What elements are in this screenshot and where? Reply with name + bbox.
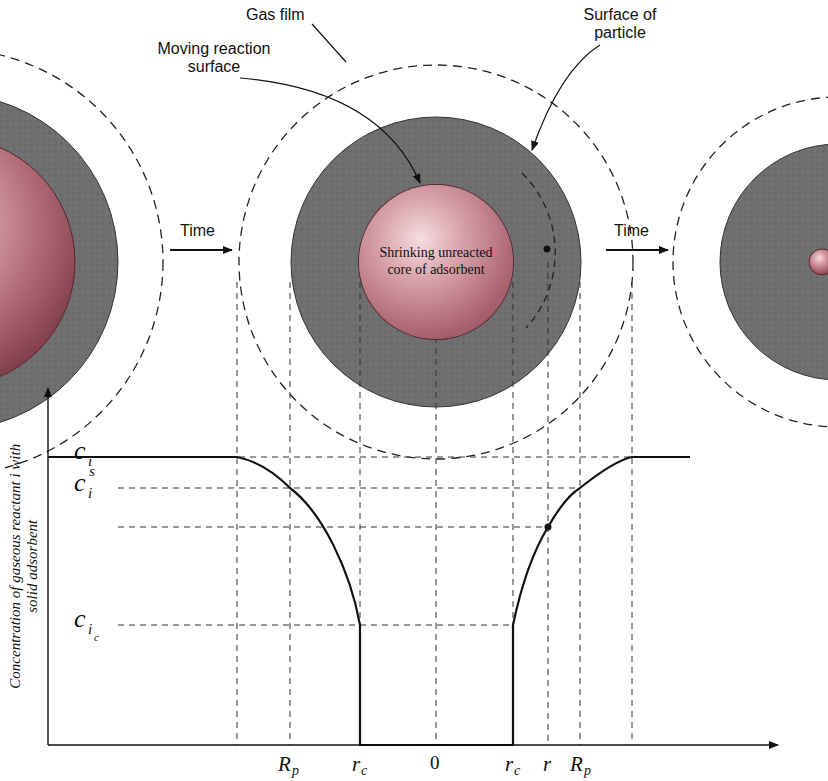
time-label: Time (180, 222, 215, 240)
axis-symbol: c (74, 468, 86, 498)
axis-symbol: c (74, 436, 86, 466)
core-label: Shrinking unreacted core of adsorbent (377, 245, 495, 279)
leader-line (312, 24, 346, 62)
core (809, 249, 828, 275)
radius-arc (522, 173, 555, 328)
callout-label: Surface of particle (570, 6, 670, 43)
axis-subscript: i (88, 485, 92, 502)
axis-subscript: c (514, 763, 520, 779)
callout-label: Gas film (246, 6, 305, 24)
point (544, 246, 551, 253)
leader-line (532, 45, 600, 150)
leader-line (240, 78, 420, 183)
axis-subscript: p (292, 763, 299, 779)
axis-subscript: c (361, 763, 367, 779)
axis-symbol: r (352, 752, 360, 776)
point (545, 524, 552, 531)
time-label: Time (614, 222, 649, 240)
gas-film (239, 65, 633, 459)
axis-subscript: p (584, 763, 591, 779)
callout-label: Moving reaction surface (150, 40, 278, 77)
concentration-curve (48, 457, 690, 745)
particle (0, 94, 118, 430)
core-circle: Shrinking unreacted core of adsorbent (359, 185, 513, 339)
axis-superscript: s (89, 463, 95, 480)
axis-symbol: r (543, 752, 551, 776)
axis-symbol: r (505, 752, 513, 776)
axis-symbol: R (570, 752, 583, 776)
gas-film (0, 49, 163, 475)
time-arrow (606, 249, 668, 251)
particle (720, 144, 828, 380)
axis-subscript: i (88, 621, 92, 638)
axis-symbol: R (278, 752, 291, 776)
axis-tick: 0 (430, 752, 440, 774)
axis-symbol: c (74, 604, 86, 634)
time-arrow (170, 249, 232, 251)
axis-title: Concentration of gaseous reactant i with… (7, 441, 42, 691)
axis-subscript: c (94, 631, 99, 644)
gas-film (673, 97, 828, 427)
level-lines (118, 457, 690, 625)
y-axis (47, 388, 48, 745)
core (0, 137, 75, 387)
